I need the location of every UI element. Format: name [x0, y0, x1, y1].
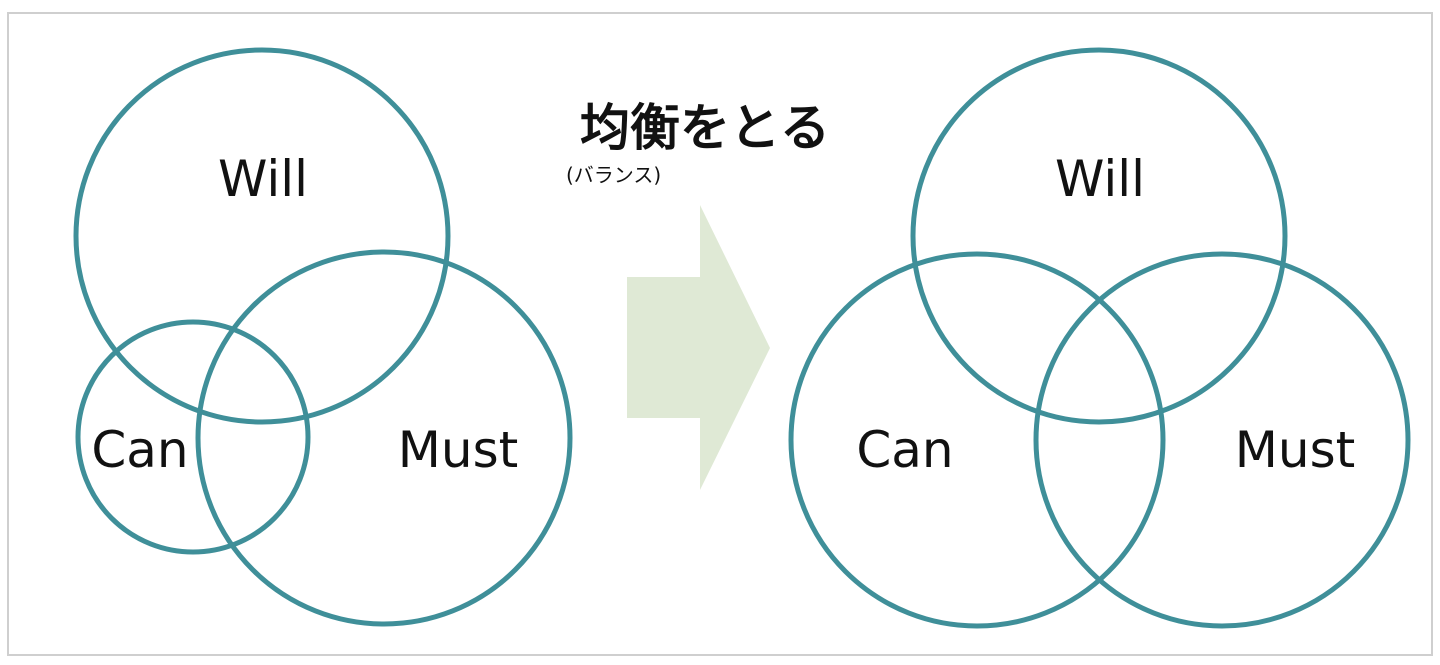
after-must-label: Must [1235, 421, 1355, 479]
after-can-circle [788, 251, 1166, 629]
arrow-right-icon [627, 205, 770, 490]
before-can-label: Can [91, 421, 188, 479]
after-must-circle [1033, 251, 1411, 629]
before-must-circle [195, 249, 573, 627]
before-venn: Will Can Must [73, 47, 573, 627]
before-will-circle [73, 47, 451, 425]
before-can-circle [75, 319, 311, 555]
title: 均衡をとる [580, 99, 830, 157]
after-will-circle [910, 47, 1288, 425]
subtitle: (バランス) [566, 163, 661, 187]
before-must-label: Must [398, 421, 518, 479]
after-venn: Will Can Must [788, 47, 1411, 629]
after-will-label: Will [1055, 150, 1145, 208]
after-can-label: Can [856, 421, 953, 479]
before-will-label: Will [218, 150, 308, 208]
